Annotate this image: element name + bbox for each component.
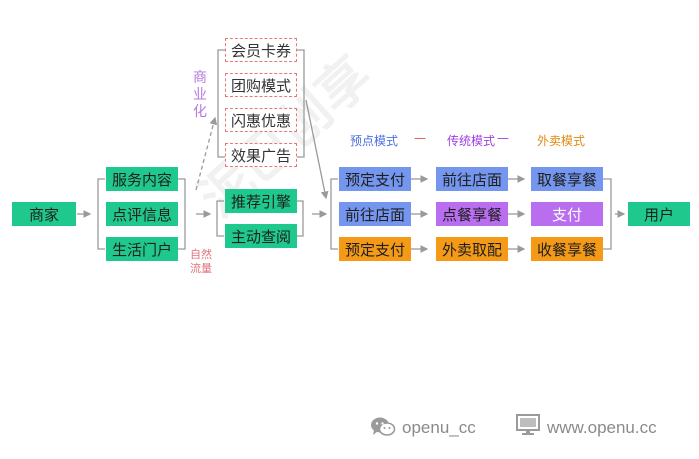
row3-step2: 外卖取配 [436,237,508,261]
row2-step2: 点餐享餐 [436,202,508,226]
row2-step1: 前往店面 [339,202,411,226]
row2-step3: 支付 [531,202,603,226]
wechat-icon [370,416,396,442]
row1-step1: 预定支付 [339,167,411,191]
source-review-info: 点评信息 [106,202,178,226]
row3-step3: 收餐享餐 [531,237,603,261]
commercial-flash-discount: 闪惠优惠 [225,108,297,132]
natural-traffic-label: 自然流量 [190,248,212,275]
wechat-account: openu_cc [402,418,476,437]
website-url[interactable]: www.openu.cc [547,418,657,437]
source-life-portal: 生活门户 [106,237,178,261]
merchant-node: 商家 [12,202,76,226]
mode-separator: — [414,131,426,145]
user-node: 用户 [628,202,690,226]
commercial-performance-ads: 效果广告 [225,143,297,167]
mode-header-preorder: 预点模式 [350,134,399,148]
mode-separator: — [497,131,509,145]
monitor-icon [516,414,540,440]
traffic-active-lookup: 主动查阅 [225,224,297,248]
commercial-membership-coupons: 会员卡券 [225,38,297,62]
row1-step3: 取餐享餐 [531,167,603,191]
row3-step1: 预定支付 [339,237,411,261]
commercialization-label: 商业化 [193,70,207,120]
mode-header-traditional: 传统模式 [447,134,496,148]
source-service-content: 服务内容 [106,167,178,191]
row1-step2: 前往店面 [436,167,508,191]
mode-header-delivery: 外卖模式 [537,134,586,148]
commercial-group-buying: 团购模式 [225,73,297,97]
traffic-recommendation-engine: 推荐引擎 [225,189,297,213]
